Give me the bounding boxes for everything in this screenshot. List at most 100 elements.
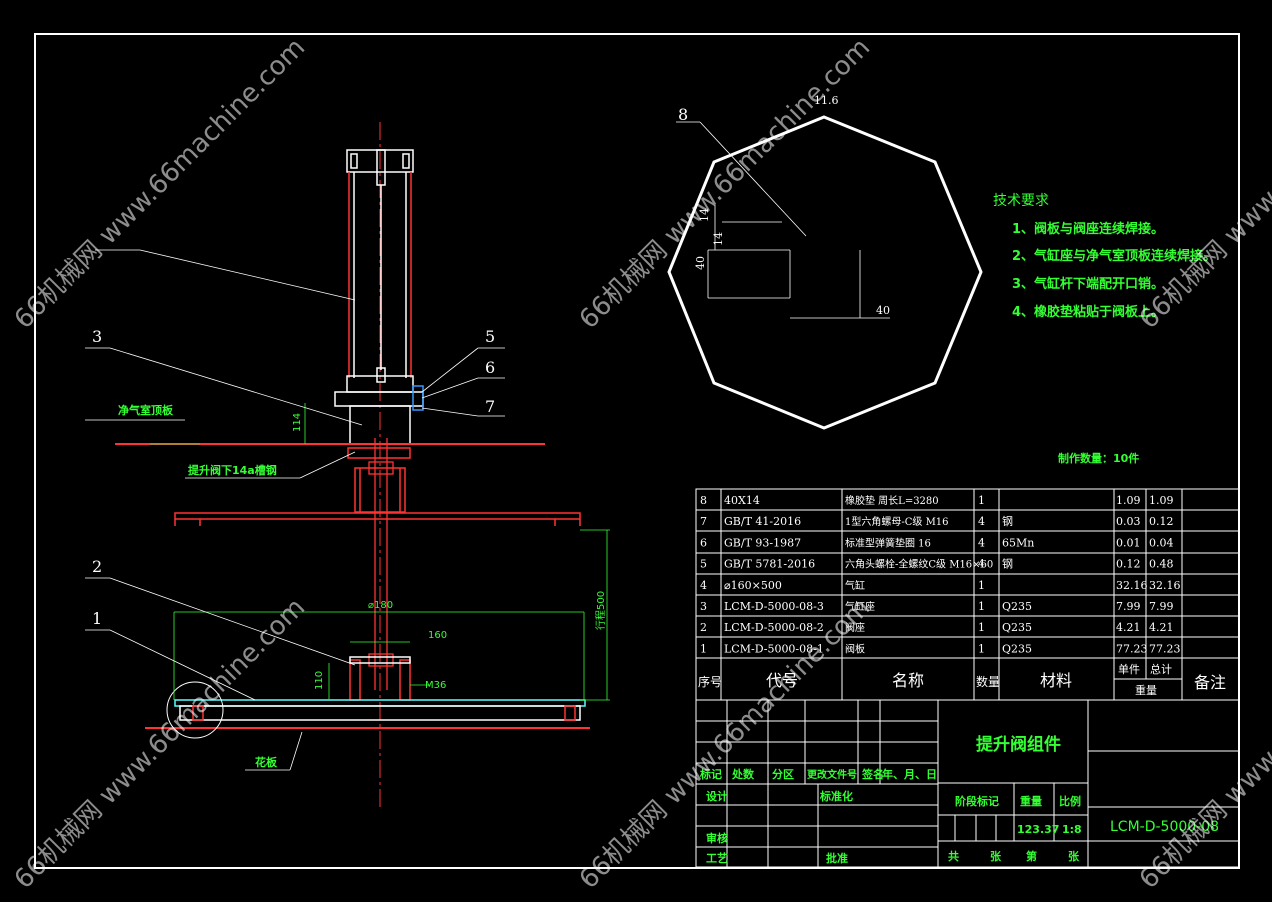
valve-plate [174, 699, 586, 721]
drawing-title: 提升阀组件 [976, 734, 1061, 755]
title-mark: 标记 [699, 767, 722, 781]
bom-cell-total: 1.09 [1149, 494, 1174, 507]
callout-2: 2 [92, 557, 102, 576]
title-change-doc: 更改文件号 [807, 768, 857, 781]
bom-cell-no: 7 [700, 515, 707, 528]
bom-cell-material: 钢 [1002, 515, 1013, 528]
bom-cell-total: 0.04 [1149, 536, 1174, 549]
tech-item-3: 3、气缸杆下端配开口销。 [1012, 276, 1164, 292]
bom-cell-code: GB/T 41-2016 [724, 515, 801, 528]
label-flower-plate: 花板 [255, 755, 278, 769]
bom-cell-unit: 0.01 [1116, 536, 1141, 549]
tech-item-1: 1、阀板与阀座连续焊接。 [1012, 221, 1164, 237]
bom-cell-qty: 4 [978, 536, 985, 549]
bom-cell-unit: 77.23 [1116, 642, 1148, 655]
title-process: 工艺 [706, 851, 728, 865]
watermark-6: 66机械网 www.66machine.com [1134, 593, 1272, 895]
callout-5: 5 [485, 327, 495, 346]
bom-header-qty: 数量 [976, 674, 1000, 689]
callout-8: 8 [678, 105, 688, 124]
title-design: 设计 [706, 789, 728, 803]
bom-cell-no: 8 [700, 494, 707, 507]
bom-cell-name: 气缸座 [845, 600, 875, 613]
bom-cell-total: 0.12 [1149, 515, 1174, 528]
bom-cell-qty: 1 [978, 579, 985, 592]
bom-cell-no: 1 [700, 642, 707, 655]
scale-value: 1:8 [1062, 823, 1082, 836]
bom-header-total: 总计 [1150, 662, 1172, 676]
technical-requirements: 技术要求 1、阀板与阀座连续焊接。 2、气缸座与净气室顶板连续焊接。 3、气缸杆… [993, 193, 1216, 465]
title-date: 年、月、日 [882, 767, 937, 781]
tech-item-4: 4、橡胶垫粘贴于阀板上。 [1012, 304, 1164, 320]
watermark-5: 66机械网 www.66machine.com [574, 593, 876, 895]
title-review: 审核 [706, 831, 728, 845]
bom-header-name: 名称 [892, 671, 924, 690]
bom-cell-name: 橡胶垫 周长L=3280 [845, 494, 939, 507]
bom-cell-name: 气缸 [845, 579, 865, 592]
dim-110: 110 [314, 671, 325, 690]
dim-14-b: 14 [712, 232, 725, 246]
title-zone: 分区 [772, 767, 794, 781]
bom-cell-total: 77.23 [1149, 642, 1181, 655]
title-scale: 比例 [1059, 794, 1081, 808]
title-sheet-no: 第 [1026, 849, 1037, 863]
title-stage-mark: 阶段标记 [955, 794, 999, 808]
watermark-4: 66机械网 www.66machine.com [9, 593, 311, 895]
bom-cell-no: 6 [700, 536, 707, 549]
bom-cell-no: 4 [700, 579, 707, 592]
watermark-2: 66机械网 www.66machine.com [574, 33, 876, 335]
bom-cell-unit: 7.99 [1116, 600, 1141, 613]
title-sheet: 张 [1068, 849, 1080, 863]
bom-cell-code: ⌀160×500 [724, 579, 782, 592]
bom-cell-no: 5 [700, 558, 707, 571]
bom-cell-code: LCM-D-5000-08-3 [724, 600, 824, 613]
dim-m36: M36 [425, 680, 446, 691]
production-qty: 制作数量：10件 [1058, 451, 1139, 465]
tech-item-2: 2、气缸座与净气室顶板连续焊接。 [1012, 248, 1216, 264]
callout-1: 1 [92, 609, 102, 628]
bom-header-unit: 单件 [1118, 663, 1140, 676]
octagon-view: 8 11.6 14 14 40 40 [667, 94, 983, 430]
bom-cell-unit: 0.12 [1116, 558, 1141, 571]
bom-cell-unit: 1.09 [1116, 494, 1141, 507]
label-clean-room-top: 净气室顶板 [118, 403, 174, 417]
dim-114: 114 [292, 413, 303, 432]
bom-cell-total: 4.21 [1149, 621, 1174, 634]
callout-6: 6 [485, 358, 495, 377]
bom-cell-qty: 1 [978, 494, 985, 507]
bom-cell-code: GB/T 93-1987 [724, 536, 801, 549]
bom-header-code: 代号 [766, 671, 798, 690]
bom-cell-code: GB/T 5781-2016 [724, 558, 815, 571]
watermark-1: 66机械网 www.66machine.com [9, 33, 311, 335]
bom-cell-total: 0.48 [1149, 558, 1174, 571]
bom-header-remark: 备注 [1194, 673, 1226, 692]
label-lift-channel: 提升阀下14a槽钢 [188, 463, 277, 477]
bom-cell-qty: 1 [978, 621, 985, 634]
tech-title: 技术要求 [993, 193, 1049, 209]
title-weight: 重量 [1020, 794, 1042, 808]
dim-stroke: 行程500 [594, 591, 607, 630]
bom-cell-name: 标准型弹簧垫圈 16 [845, 536, 931, 549]
dim-14-a: 14 [698, 208, 711, 222]
title-sheets: 张 [990, 849, 1002, 863]
bom-cell-material: Q235 [1002, 621, 1032, 634]
bom-cell-unit: 4.21 [1116, 621, 1141, 634]
drawing-frame [34, 33, 1240, 869]
bom-cell-code: LCM-D-5000-08-2 [724, 621, 824, 634]
title-standardize: 标准化 [819, 789, 853, 803]
dim-11-6: 11.6 [814, 94, 839, 107]
title-total-sheets: 共 [948, 849, 959, 863]
bom-cell-unit: 0.03 [1116, 515, 1141, 528]
callout-7: 7 [485, 397, 495, 416]
title-count: 处数 [731, 767, 755, 781]
bom-cell-material: Q235 [1002, 642, 1032, 655]
bom-cell-total: 7.99 [1149, 600, 1174, 613]
bom-cell-qty: 4 [978, 558, 985, 571]
title-block: 标记 处数 分区 更改文件号 签名 年、月、日 设计 标准化 审核 工艺 批准 … [695, 699, 1240, 868]
weight-value: 123.37 [1017, 823, 1059, 836]
title-sign: 签名 [861, 767, 884, 781]
cylinder [334, 149, 424, 407]
bom-header-material: 材料 [1040, 671, 1072, 690]
bom-cell-no: 2 [700, 621, 707, 634]
